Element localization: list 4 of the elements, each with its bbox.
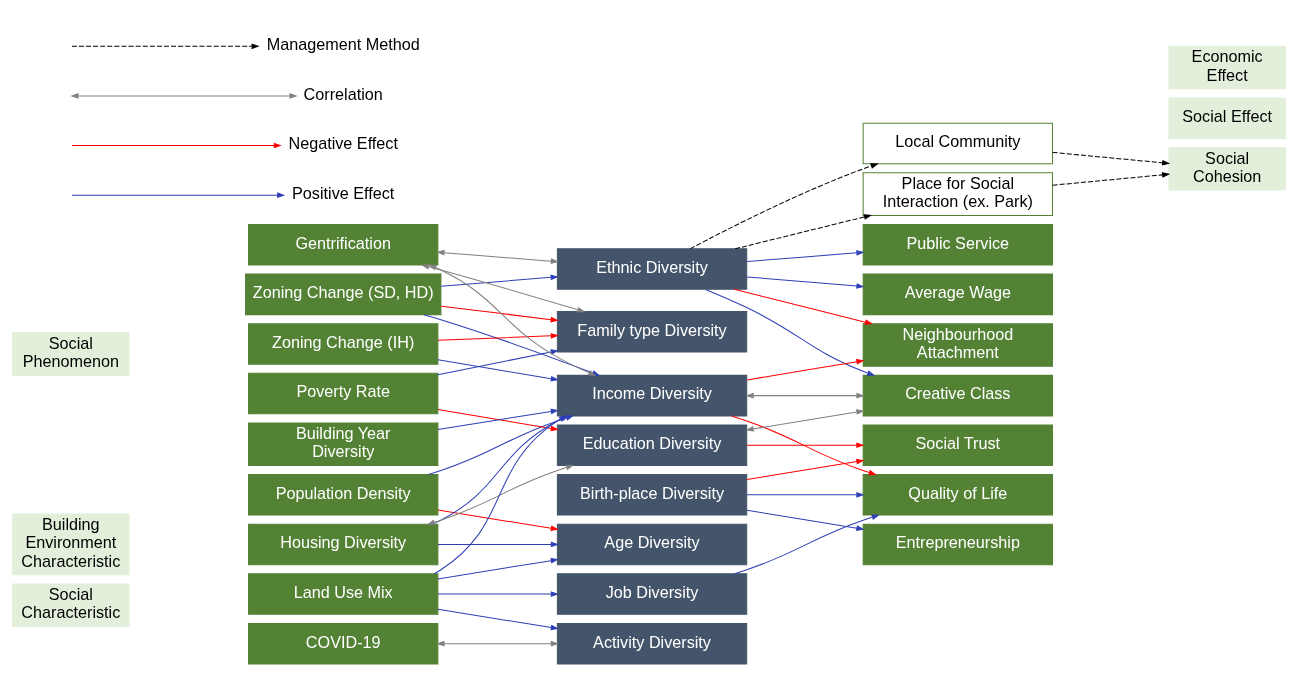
- legend-label: Correlation: [303, 84, 383, 103]
- legend-label: Positive Effect: [292, 183, 395, 202]
- legend-label: Management Method: [266, 34, 420, 53]
- legend-label: Negative Effect: [288, 133, 398, 152]
